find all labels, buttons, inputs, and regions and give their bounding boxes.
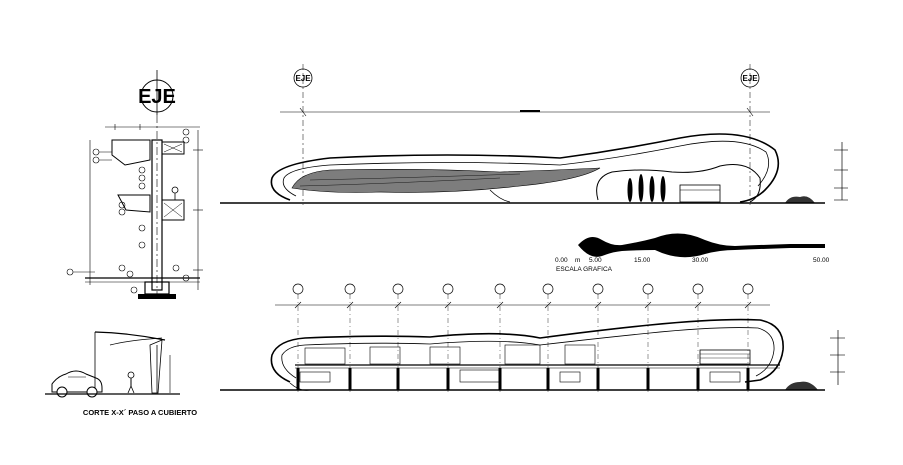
section-column <box>546 368 550 390</box>
scale-tick-0: 0.00 <box>555 257 568 264</box>
building-section <box>220 283 845 392</box>
section-column <box>696 368 700 390</box>
tree-row <box>627 174 666 202</box>
scale-tick-3: 30.00 <box>692 257 709 264</box>
axis-tag-left: EJE <box>295 74 311 83</box>
canopy-section: CORTE X-X´ PASO A CUBIERTO <box>45 331 197 417</box>
leader-callouts <box>66 128 190 294</box>
section-column <box>746 368 750 390</box>
scale-unit: m <box>575 257 580 264</box>
section-column <box>296 368 300 390</box>
axis-bubble <box>344 283 356 295</box>
axis-bubble <box>292 283 304 295</box>
axis-marker-right: EJE <box>740 64 760 205</box>
scale-tick-4: 50.00 <box>813 257 830 264</box>
person-figure <box>127 371 135 394</box>
axis-bubble <box>592 283 604 295</box>
scale-title: ESCALA GRAFICA <box>556 266 613 273</box>
scale-tick-1: 5.00 <box>589 257 602 264</box>
axis-tag-large: EJE <box>138 86 176 108</box>
scale-tick-2: 15.00 <box>634 257 651 264</box>
axis-bubble <box>742 283 754 295</box>
axis-bubble <box>542 283 554 295</box>
axis-bubble <box>442 283 454 295</box>
car-silhouette <box>51 370 103 398</box>
section-column <box>446 368 450 390</box>
section-column <box>646 368 650 390</box>
section-column <box>348 368 352 390</box>
graphic-scale: 0.00 m 5.00 15.00 30.00 50.00 ESCALA GRA… <box>555 233 830 273</box>
section-column <box>396 368 400 390</box>
axis-bubble <box>692 283 704 295</box>
axis-marker-large: EJE <box>138 70 176 115</box>
axis-bubble <box>642 283 654 295</box>
axis-bubble <box>392 283 404 295</box>
axis-bubble <box>494 283 506 295</box>
section-title: CORTE X-X´ PASO A CUBIERTO <box>83 408 197 417</box>
building-elevation: EJE EJE <box>220 64 848 205</box>
section-columns <box>296 368 750 390</box>
section-column <box>596 368 600 390</box>
axis-tag-right: EJE <box>742 74 758 83</box>
wall-section-detail: EJE <box>66 70 203 300</box>
axis-bubble-row <box>292 283 754 392</box>
